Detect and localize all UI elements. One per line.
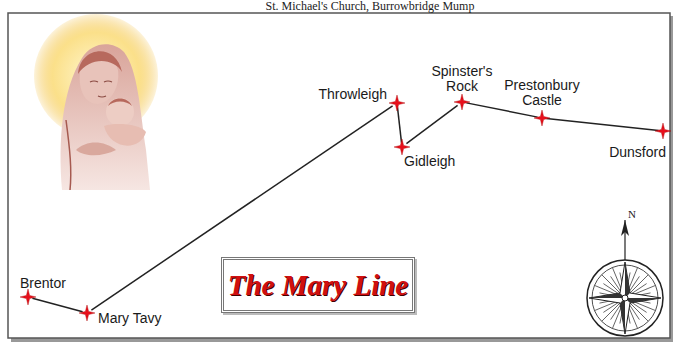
compass-rose xyxy=(587,220,663,336)
site-marker: Dunsford xyxy=(655,123,671,139)
star-icon xyxy=(79,305,95,321)
site-marker: Spinster's Rock xyxy=(454,94,470,110)
north-letter: N xyxy=(628,208,636,220)
star-icon xyxy=(655,123,671,139)
page-heading: St. Michael's Church, Burrowbridge Mump xyxy=(266,0,475,14)
star-icon xyxy=(20,289,36,305)
title-box: The Mary Line xyxy=(221,257,415,313)
place-name: Spinster's Rock xyxy=(424,64,500,94)
place-name: Dunsford xyxy=(609,145,666,160)
site-marker: Mary Tavy xyxy=(79,305,95,321)
route-line xyxy=(398,107,402,142)
star-icon xyxy=(534,110,550,126)
frame xyxy=(8,13,670,338)
place-name: Brentor xyxy=(20,276,66,291)
site-marker: Brentor xyxy=(20,289,36,305)
site-marker: Gidleigh xyxy=(394,139,410,155)
map-title: The Mary Line xyxy=(228,269,408,302)
site-marker: Throwleigh xyxy=(389,95,405,111)
route-line xyxy=(32,298,82,312)
star-icon xyxy=(389,95,405,111)
madonna-illustration xyxy=(34,14,158,190)
route-line xyxy=(406,105,457,143)
place-name: Gidleigh xyxy=(404,154,455,169)
place-name: Mary Tavy xyxy=(98,311,162,326)
place-name: Throwleigh xyxy=(319,87,387,102)
star-icon xyxy=(454,94,470,110)
place-name: Prestonbury Castle xyxy=(496,78,588,108)
route-line xyxy=(546,118,658,130)
site-marker: Prestonbury Castle xyxy=(534,110,550,126)
